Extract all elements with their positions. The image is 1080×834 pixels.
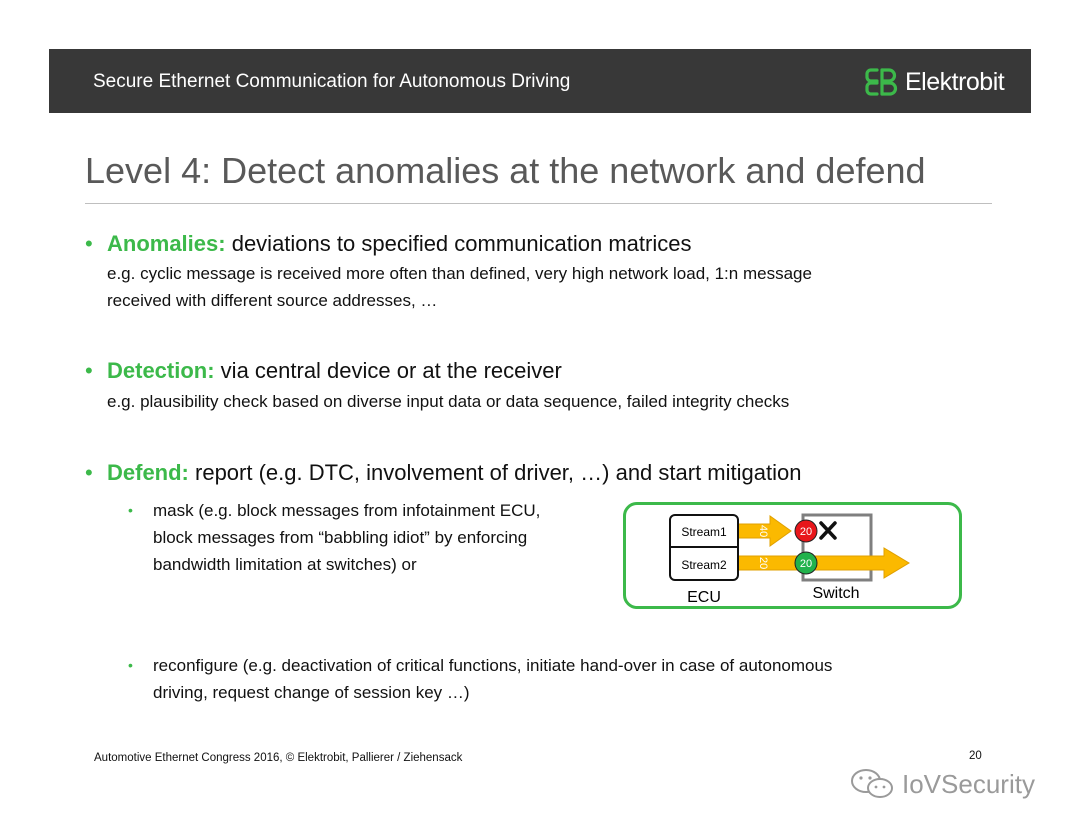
bullet-content: Detection: via central device or at the … xyxy=(107,358,562,384)
bullet-dot: • xyxy=(85,358,93,383)
mask-line3: bandwidth limitation at switches) or xyxy=(153,555,417,574)
watermark: IoVSecurity xyxy=(848,766,1035,802)
bullet-content: Anomalies: deviations to specified commu… xyxy=(107,231,691,257)
reconfigure-line1: reconfigure (e.g. deactivation of critic… xyxy=(153,656,833,675)
anomalies-detail-line1: e.g. cyclic message is received more oft… xyxy=(107,264,812,283)
elektrobit-logo: Elektrobit xyxy=(865,67,1005,97)
watermark-text: IoVSecurity xyxy=(902,768,1035,799)
diagram-svg: Stream1 Stream2 40 20 20 20 ECU Switch xyxy=(669,513,910,606)
blocked-limit-value: 20 xyxy=(800,526,812,538)
bullet-dot: • xyxy=(85,231,93,256)
switch-box xyxy=(801,513,873,582)
bullet-content: Defend: report (e.g. DTC, involvement of… xyxy=(107,460,801,486)
bullet-text: report (e.g. DTC, involvement of driver,… xyxy=(188,460,802,485)
sub-bullet-dot: • xyxy=(128,657,133,673)
logo-text: Elektrobit xyxy=(905,67,1005,96)
wechat-icon xyxy=(851,769,893,798)
detection-detail-line1: e.g. plausibility check based on diverse… xyxy=(107,392,790,411)
stream1-arrow xyxy=(737,515,792,547)
bullet-label: Detection: xyxy=(107,358,215,383)
passed-limit-value: 20 xyxy=(800,558,812,570)
bullet-text: via central device or at the receiver xyxy=(214,358,562,383)
bandwidth-limit-diagram: Stream1 Stream2 40 20 20 20 ECU Switch xyxy=(623,502,962,609)
bullet-dot: • xyxy=(85,460,93,485)
bullet-label: Anomalies: xyxy=(107,231,226,256)
elektrobit-eb-logo-icon xyxy=(865,68,898,96)
stream2-label: Stream2 xyxy=(681,558,727,572)
footer-text: Automotive Ethernet Congress 2016, © Ele… xyxy=(94,752,463,764)
header-bar: Secure Ethernet Communication for Autono… xyxy=(49,49,1031,113)
header-title: Secure Ethernet Communication for Autono… xyxy=(93,71,571,92)
stream2-arrow xyxy=(737,547,910,579)
page-number: 20 xyxy=(969,750,982,762)
mask-line2: block messages from “babbling idiot” by … xyxy=(153,528,528,547)
reconfigure-line2: driving, request change of session key …… xyxy=(153,683,470,702)
stream1-rate: 40 xyxy=(757,525,769,537)
switch-label: Switch xyxy=(812,585,859,602)
mask-line1: mask (e.g. block messages from infotainm… xyxy=(153,501,541,520)
sub-bullet-dot: • xyxy=(128,502,133,518)
ecu-label: ECU xyxy=(687,589,721,606)
title-divider xyxy=(85,203,992,204)
slide-title: Level 4: Detect anomalies at the network… xyxy=(85,150,926,191)
anomalies-detail-line2: received with different source addresses… xyxy=(107,291,438,310)
passed-limit-circle xyxy=(794,551,818,575)
bullet-label: Defend: xyxy=(107,460,189,485)
bullet-text: deviations to specified communication ma… xyxy=(225,231,692,256)
stream1-label: Stream1 xyxy=(681,525,727,539)
x-mark-icon xyxy=(819,521,837,540)
stream2-rate: 20 xyxy=(757,557,769,569)
blocked-limit-circle xyxy=(794,519,818,543)
